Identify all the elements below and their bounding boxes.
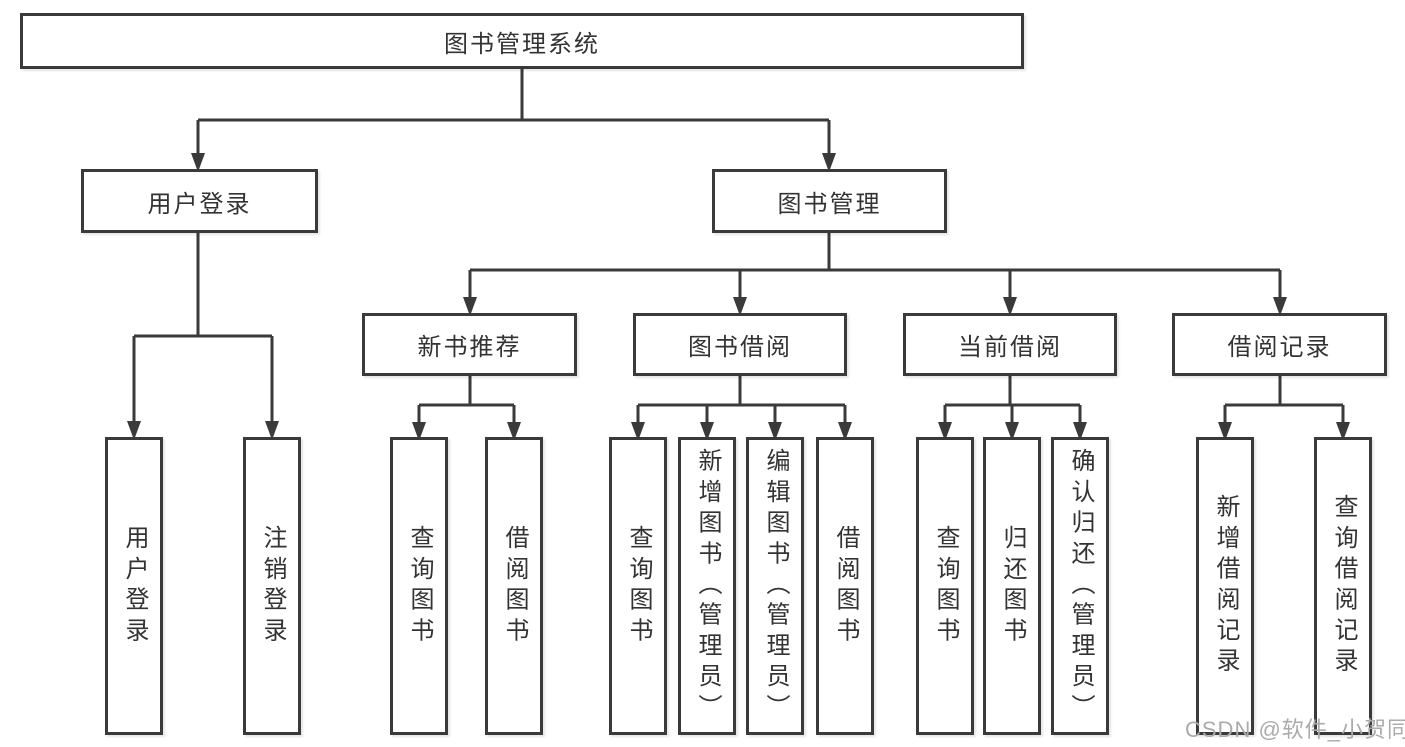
node-label: 查询借阅记录: [1330, 493, 1357, 679]
node-label: 编辑图书（管理员）: [762, 447, 789, 725]
node-label: 新书推荐: [417, 334, 522, 361]
node-label: 图书管理: [777, 190, 882, 218]
node-leaf-add-borrow-record: 新增借阅记录: [1196, 437, 1254, 735]
node-leaf-query-borrow-record: 查询借阅记录: [1314, 437, 1372, 735]
node-root: 图书管理系统: [20, 13, 1024, 69]
node-label: 注销登录: [259, 524, 286, 648]
node-leaf-query-books-bb: 查询图书: [609, 437, 667, 735]
node-leaf-borrow-books-bb: 借阅图书: [816, 437, 874, 735]
node-borrow-records: 借阅记录: [1172, 313, 1387, 376]
node-label: 借阅图书: [832, 524, 859, 648]
node-leaf-edit-books-admin: 编辑图书（管理员）: [746, 437, 804, 735]
node-label: 确认归还（管理员）: [1067, 447, 1094, 725]
node-label: 借阅图书: [501, 524, 528, 648]
node-leaf-user-login: 用户登录: [105, 437, 163, 735]
node-label: 归还图书: [999, 524, 1026, 648]
node-leaf-query-books-cb: 查询图书: [916, 437, 974, 735]
node-label: 查询图书: [932, 524, 959, 648]
node-book-management: 图书管理: [712, 169, 947, 233]
node-leaf-confirm-return-admin: 确认归还（管理员）: [1051, 437, 1109, 735]
node-leaf-add-books-admin: 新增图书（管理员）: [678, 437, 736, 735]
node-leaf-return-books: 归还图书: [983, 437, 1041, 735]
node-label: 查询图书: [625, 524, 652, 648]
node-label: 查询图书: [406, 524, 433, 648]
node-current-borrow: 当前借阅: [903, 313, 1117, 376]
node-label: 当前借阅: [958, 334, 1062, 361]
node-leaf-logout: 注销登录: [243, 437, 301, 735]
node-label: 用户登录: [121, 524, 148, 648]
node-label: 新增图书（管理员）: [694, 447, 721, 725]
node-label: 图书借阅: [688, 334, 792, 361]
node-label: 用户登录: [147, 190, 252, 218]
node-leaf-borrow-books-nbr: 借阅图书: [485, 437, 543, 735]
node-leaf-query-books-nbr: 查询图书: [390, 437, 448, 735]
node-label: 新增借阅记录: [1212, 493, 1239, 679]
arrowheads: [127, 153, 1350, 441]
node-new-book-recommend: 新书推荐: [362, 313, 577, 376]
csdn-watermark: CSDN @软件_小贺同学: [1185, 717, 1405, 742]
node-label: 图书管理系统: [444, 30, 600, 58]
node-label: 借阅记录: [1227, 334, 1332, 361]
node-user-login: 用户登录: [81, 169, 318, 233]
node-book-borrow: 图书借阅: [633, 313, 847, 376]
